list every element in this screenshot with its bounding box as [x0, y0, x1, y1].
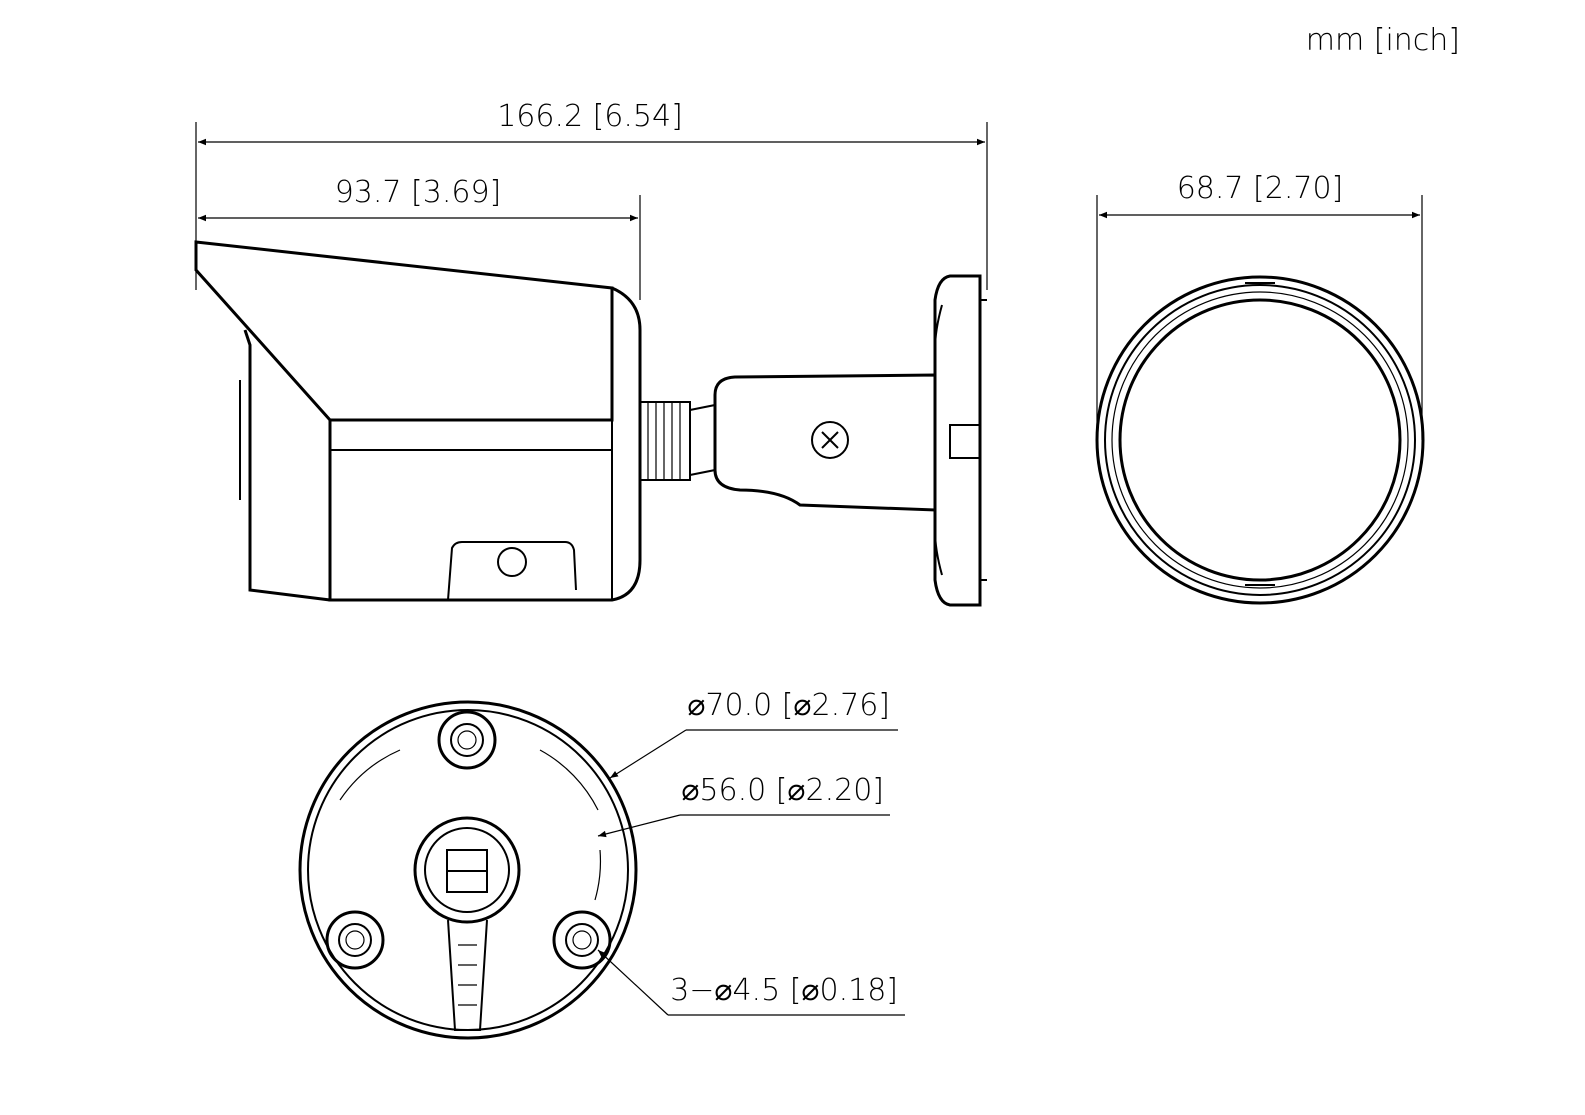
mount-hole-top: [437, 710, 497, 770]
mount-hole-right: [552, 910, 612, 970]
body-length-label: 93.7 [3.69]: [335, 175, 502, 210]
base-inner-diameter-label: ⌀56.0 [⌀2.20]: [681, 773, 884, 808]
base-inner-diameter-callout: ⌀56.0 [⌀2.20]: [597, 773, 890, 838]
overall-length-label: 166.2 [6.54]: [497, 99, 683, 134]
camera-bottom-view: [298, 700, 638, 1040]
mount-holes-callout: 3−⌀4.5 [⌀0.18]: [597, 949, 905, 1016]
body-length-dimension: 93.7 [3.69]: [198, 175, 641, 300]
camera-front-view: [1095, 275, 1425, 605]
units-label: mm [inch]: [1306, 23, 1460, 58]
base-outer-diameter-callout: ⌀70.0 [⌀2.76]: [609, 688, 898, 779]
overall-length-dimension: 166.2 [6.54]: [195, 99, 988, 290]
base-outer-diameter-label: ⌀70.0 [⌀2.76]: [687, 688, 890, 723]
camera-side-view: [194, 240, 987, 607]
front-diameter-label: 68.7 [2.70]: [1177, 171, 1344, 206]
front-diameter-dimension: 68.7 [2.70]: [1096, 171, 1423, 440]
mount-holes-label: 3−⌀4.5 [⌀0.18]: [670, 973, 898, 1008]
mount-hole-left: [325, 910, 385, 970]
